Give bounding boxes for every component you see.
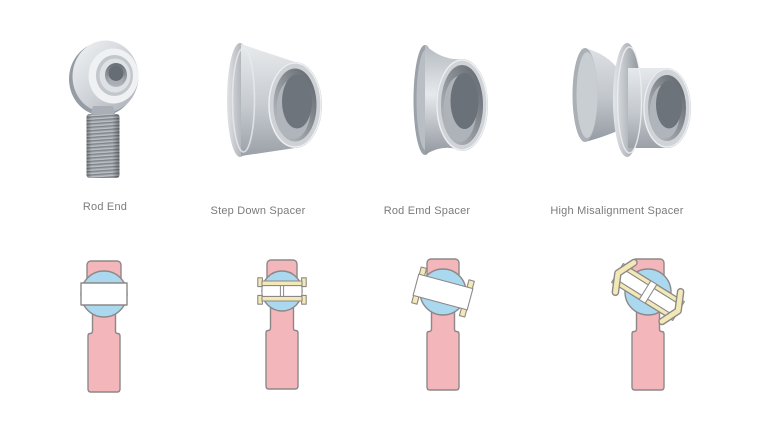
rod-end-shank xyxy=(265,294,299,390)
rod-end-head xyxy=(69,40,139,116)
label-rod-end: Rod End xyxy=(82,201,128,213)
high-misalignment-spacer-3d-image xyxy=(572,43,691,157)
tilted-bore-assembly xyxy=(411,266,475,318)
step-down-spacers xyxy=(257,277,307,305)
rod-end-shank xyxy=(631,295,665,391)
label-rod-emd-spacer: Rod Emd Spacer xyxy=(383,205,471,217)
spacer-cone-flange-left xyxy=(613,260,637,295)
ball-bore xyxy=(80,282,128,306)
ball-bore xyxy=(412,273,474,311)
step-down-spacer-3d-image xyxy=(227,43,322,157)
step-down-spacer-schematic xyxy=(257,259,307,390)
rod-end-spacer-3d-image xyxy=(413,45,488,155)
spacer-seam xyxy=(279,285,285,297)
high-misalignment-spacer-schematic xyxy=(611,258,685,391)
label-step-down-spacer: Step Down Spacer xyxy=(210,205,306,217)
rod-end-schematic xyxy=(80,260,128,393)
rod-end-threaded-shank xyxy=(86,106,120,178)
rod-end-shank xyxy=(426,295,460,391)
rod-emd-spacer-schematic xyxy=(411,258,475,391)
high-misalignment-spacers xyxy=(611,258,685,326)
spacer-cone-flange-right xyxy=(659,289,683,324)
spacer-seam xyxy=(638,280,658,304)
tilted-bore-assembly xyxy=(611,258,685,326)
rod-end-shank xyxy=(87,297,121,393)
label-high-misalignment-spacer: High Misalignment Spacer xyxy=(550,205,684,217)
rod-end-3d-image xyxy=(69,40,139,178)
